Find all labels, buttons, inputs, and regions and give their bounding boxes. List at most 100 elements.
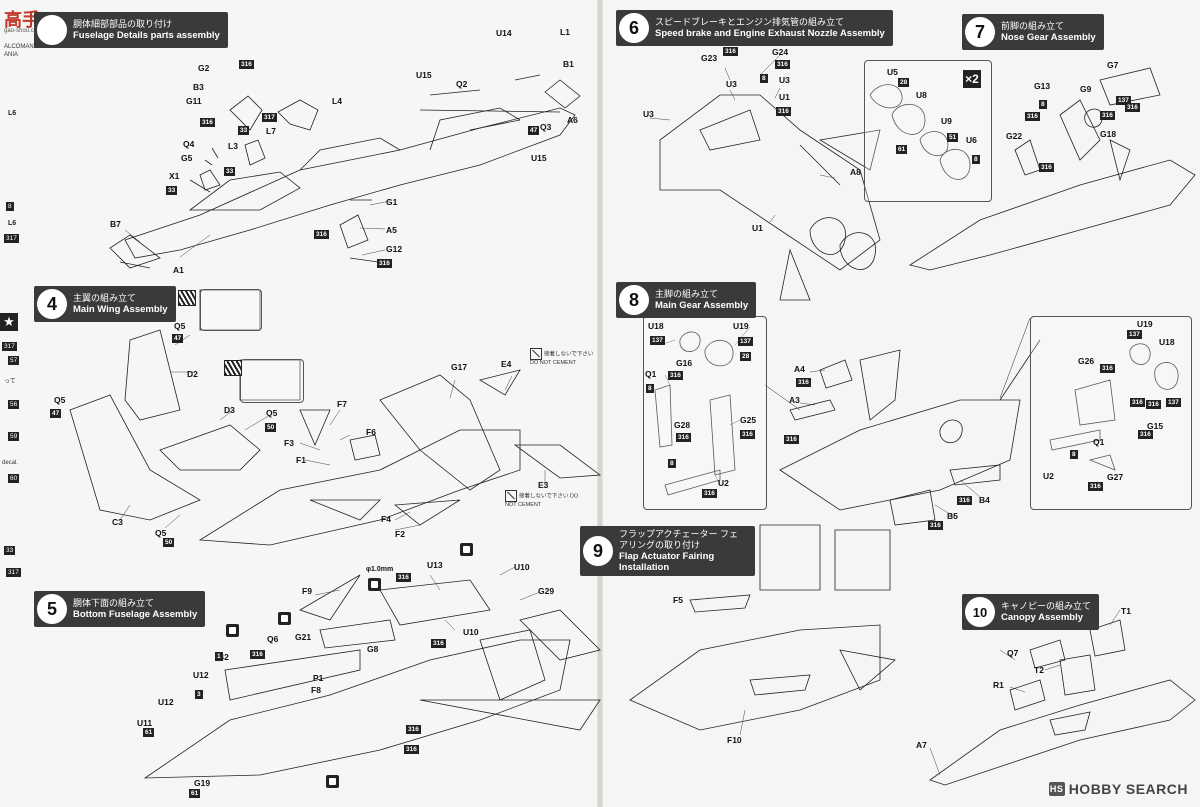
- paint-code: 316: [1130, 398, 1145, 407]
- paint-code: 137: [1127, 330, 1142, 339]
- part-label-q5: Q5: [174, 321, 186, 331]
- paint-stripe-icon: [178, 290, 196, 306]
- part-label-a5: A5: [386, 225, 397, 235]
- part-label-q5: Q5: [266, 408, 278, 418]
- part-label-c3: C3: [112, 517, 123, 527]
- step-4-title-jp: 主翼の組み立て: [73, 293, 137, 303]
- part-label-f6: F6: [366, 427, 376, 437]
- step-10-title-jp: キャノピーの組み立て: [1001, 601, 1092, 611]
- edge-part-label: L6: [8, 220, 17, 227]
- paint-code: 33: [224, 167, 236, 176]
- paint-code: 316: [1025, 112, 1040, 121]
- paint-code: 61: [189, 789, 201, 798]
- step-6-title-en: Speed brake and Engine Exhaust Nozzle As…: [655, 28, 885, 39]
- step-6-header: 6 スピードブレーキとエンジン排気管の組み立て Speed brake and …: [616, 10, 893, 46]
- part-label-f7: F7: [337, 399, 347, 409]
- part-label-g22: G22: [1006, 131, 1023, 141]
- part-label-q1: Q1: [1093, 437, 1105, 447]
- part-label-a1: A1: [173, 265, 184, 275]
- edge-paint-code: 33: [4, 546, 16, 555]
- edge-paint-code: 317: [6, 568, 21, 577]
- paint-code: 316: [396, 573, 411, 582]
- edge-text: って: [4, 379, 16, 385]
- flap-actuator-drawing: [629, 524, 896, 731]
- paint-code: 1: [215, 652, 223, 661]
- hobbysearch-logo: HS HOBBY SEARCH: [1048, 781, 1188, 797]
- fuselage-upper-drawing: [109, 74, 581, 269]
- step-9-header: 9 フラップアクチェーター フェアリングの取り付け Flap Actuator …: [580, 526, 755, 576]
- part-label-f3: F3: [284, 438, 294, 448]
- bottom-fuselage-drawing: [143, 574, 601, 779]
- part-label-g19: G19: [194, 778, 211, 788]
- part-label-l4: L4: [332, 96, 342, 106]
- part-label-q6: Q6: [267, 634, 279, 644]
- paint-code: 316: [250, 650, 265, 659]
- part-label-a8: A8: [850, 167, 861, 177]
- part-label-g29: G29: [538, 586, 555, 596]
- paint-code: 316: [1146, 400, 1161, 409]
- part-label-g25: G25: [740, 415, 757, 425]
- page-fold: [597, 0, 603, 807]
- part-label-t2: T2: [1034, 665, 1044, 675]
- wing-detail-box-2: [240, 359, 304, 403]
- part-label-g18: G18: [1100, 129, 1117, 139]
- step-7-title-jp: 前脚の組み立て: [1001, 21, 1065, 31]
- part-label-b7: B7: [110, 219, 121, 229]
- part-label-u3: U3: [779, 75, 790, 85]
- step-10-header: 10 キャノピーの組み立て Canopy Assembly: [962, 594, 1100, 630]
- part-label-u18: U18: [648, 321, 664, 331]
- part-label-b1: B1: [563, 59, 574, 69]
- part-label-g2: G2: [198, 63, 210, 73]
- paint-code: 316: [723, 47, 738, 56]
- edge-text: ALCOMANE: [4, 44, 38, 50]
- paint-code: 137: [650, 336, 665, 345]
- paint-code: 8: [1070, 450, 1078, 459]
- step-9-title-jp: フラップアクチェーター フェアリングの取り付け: [619, 529, 739, 550]
- nose-gear-drawing: [909, 67, 1196, 271]
- part-label-g13: G13: [1034, 81, 1051, 91]
- edge-paint-code: 57: [8, 356, 20, 365]
- watermark-brand: 高手: [4, 10, 40, 30]
- paint-code: 317: [262, 113, 277, 122]
- part-label-u10: U10: [514, 562, 530, 572]
- paint-code: 137: [1166, 398, 1181, 407]
- paint-code: 316: [404, 745, 419, 754]
- edge-part-label: L6: [8, 110, 17, 117]
- paint-code: 47: [172, 334, 184, 343]
- paint-code: 316: [776, 107, 791, 116]
- main-gear-drawing: [654, 331, 1179, 526]
- paint-code: 47: [528, 126, 540, 135]
- paint-code: 316: [1138, 430, 1153, 439]
- step-8-header: 8 主脚の組み立て Main Gear Assembly: [616, 282, 757, 318]
- part-label-u2: U2: [718, 478, 729, 488]
- paint-code: 316: [796, 378, 811, 387]
- no-cement-note: 接着しないで下さい DO NOT CEMENT: [530, 348, 600, 367]
- paint-code: 316: [676, 433, 691, 442]
- part-label-f4: F4: [381, 514, 391, 524]
- step-3-header: 胴体細部部品の取り付け Fuselage Details parts assem…: [34, 12, 228, 48]
- part-label-u9: U9: [941, 116, 952, 126]
- paint-code: 47: [50, 409, 62, 418]
- part-label-u1: U1: [779, 92, 790, 102]
- step-9-number: 9: [583, 536, 613, 566]
- part-label-u19: U19: [1137, 319, 1153, 329]
- part-label-g21: G21: [295, 632, 312, 642]
- paint-code: 316: [1100, 364, 1115, 373]
- part-label-u15: U15: [416, 70, 432, 80]
- part-label-q5: Q5: [54, 395, 66, 405]
- part-label-f9: F9: [302, 586, 312, 596]
- paint-code: 316: [431, 639, 446, 648]
- step-7-title-en: Nose Gear Assembly: [1001, 32, 1096, 43]
- wing-detail-box-1: [200, 289, 262, 331]
- edge-text: decal.: [2, 460, 19, 466]
- step-5-number: 5: [37, 594, 67, 624]
- paint-code: 316: [928, 521, 943, 530]
- step-4-number: 4: [37, 289, 67, 319]
- part-label-b5: B5: [947, 511, 958, 521]
- paint-code: 28: [898, 78, 910, 87]
- paint-code: 316: [784, 435, 799, 444]
- paint-code: 316: [775, 60, 790, 69]
- step-7-header: 7 前脚の組み立て Nose Gear Assembly: [962, 14, 1104, 50]
